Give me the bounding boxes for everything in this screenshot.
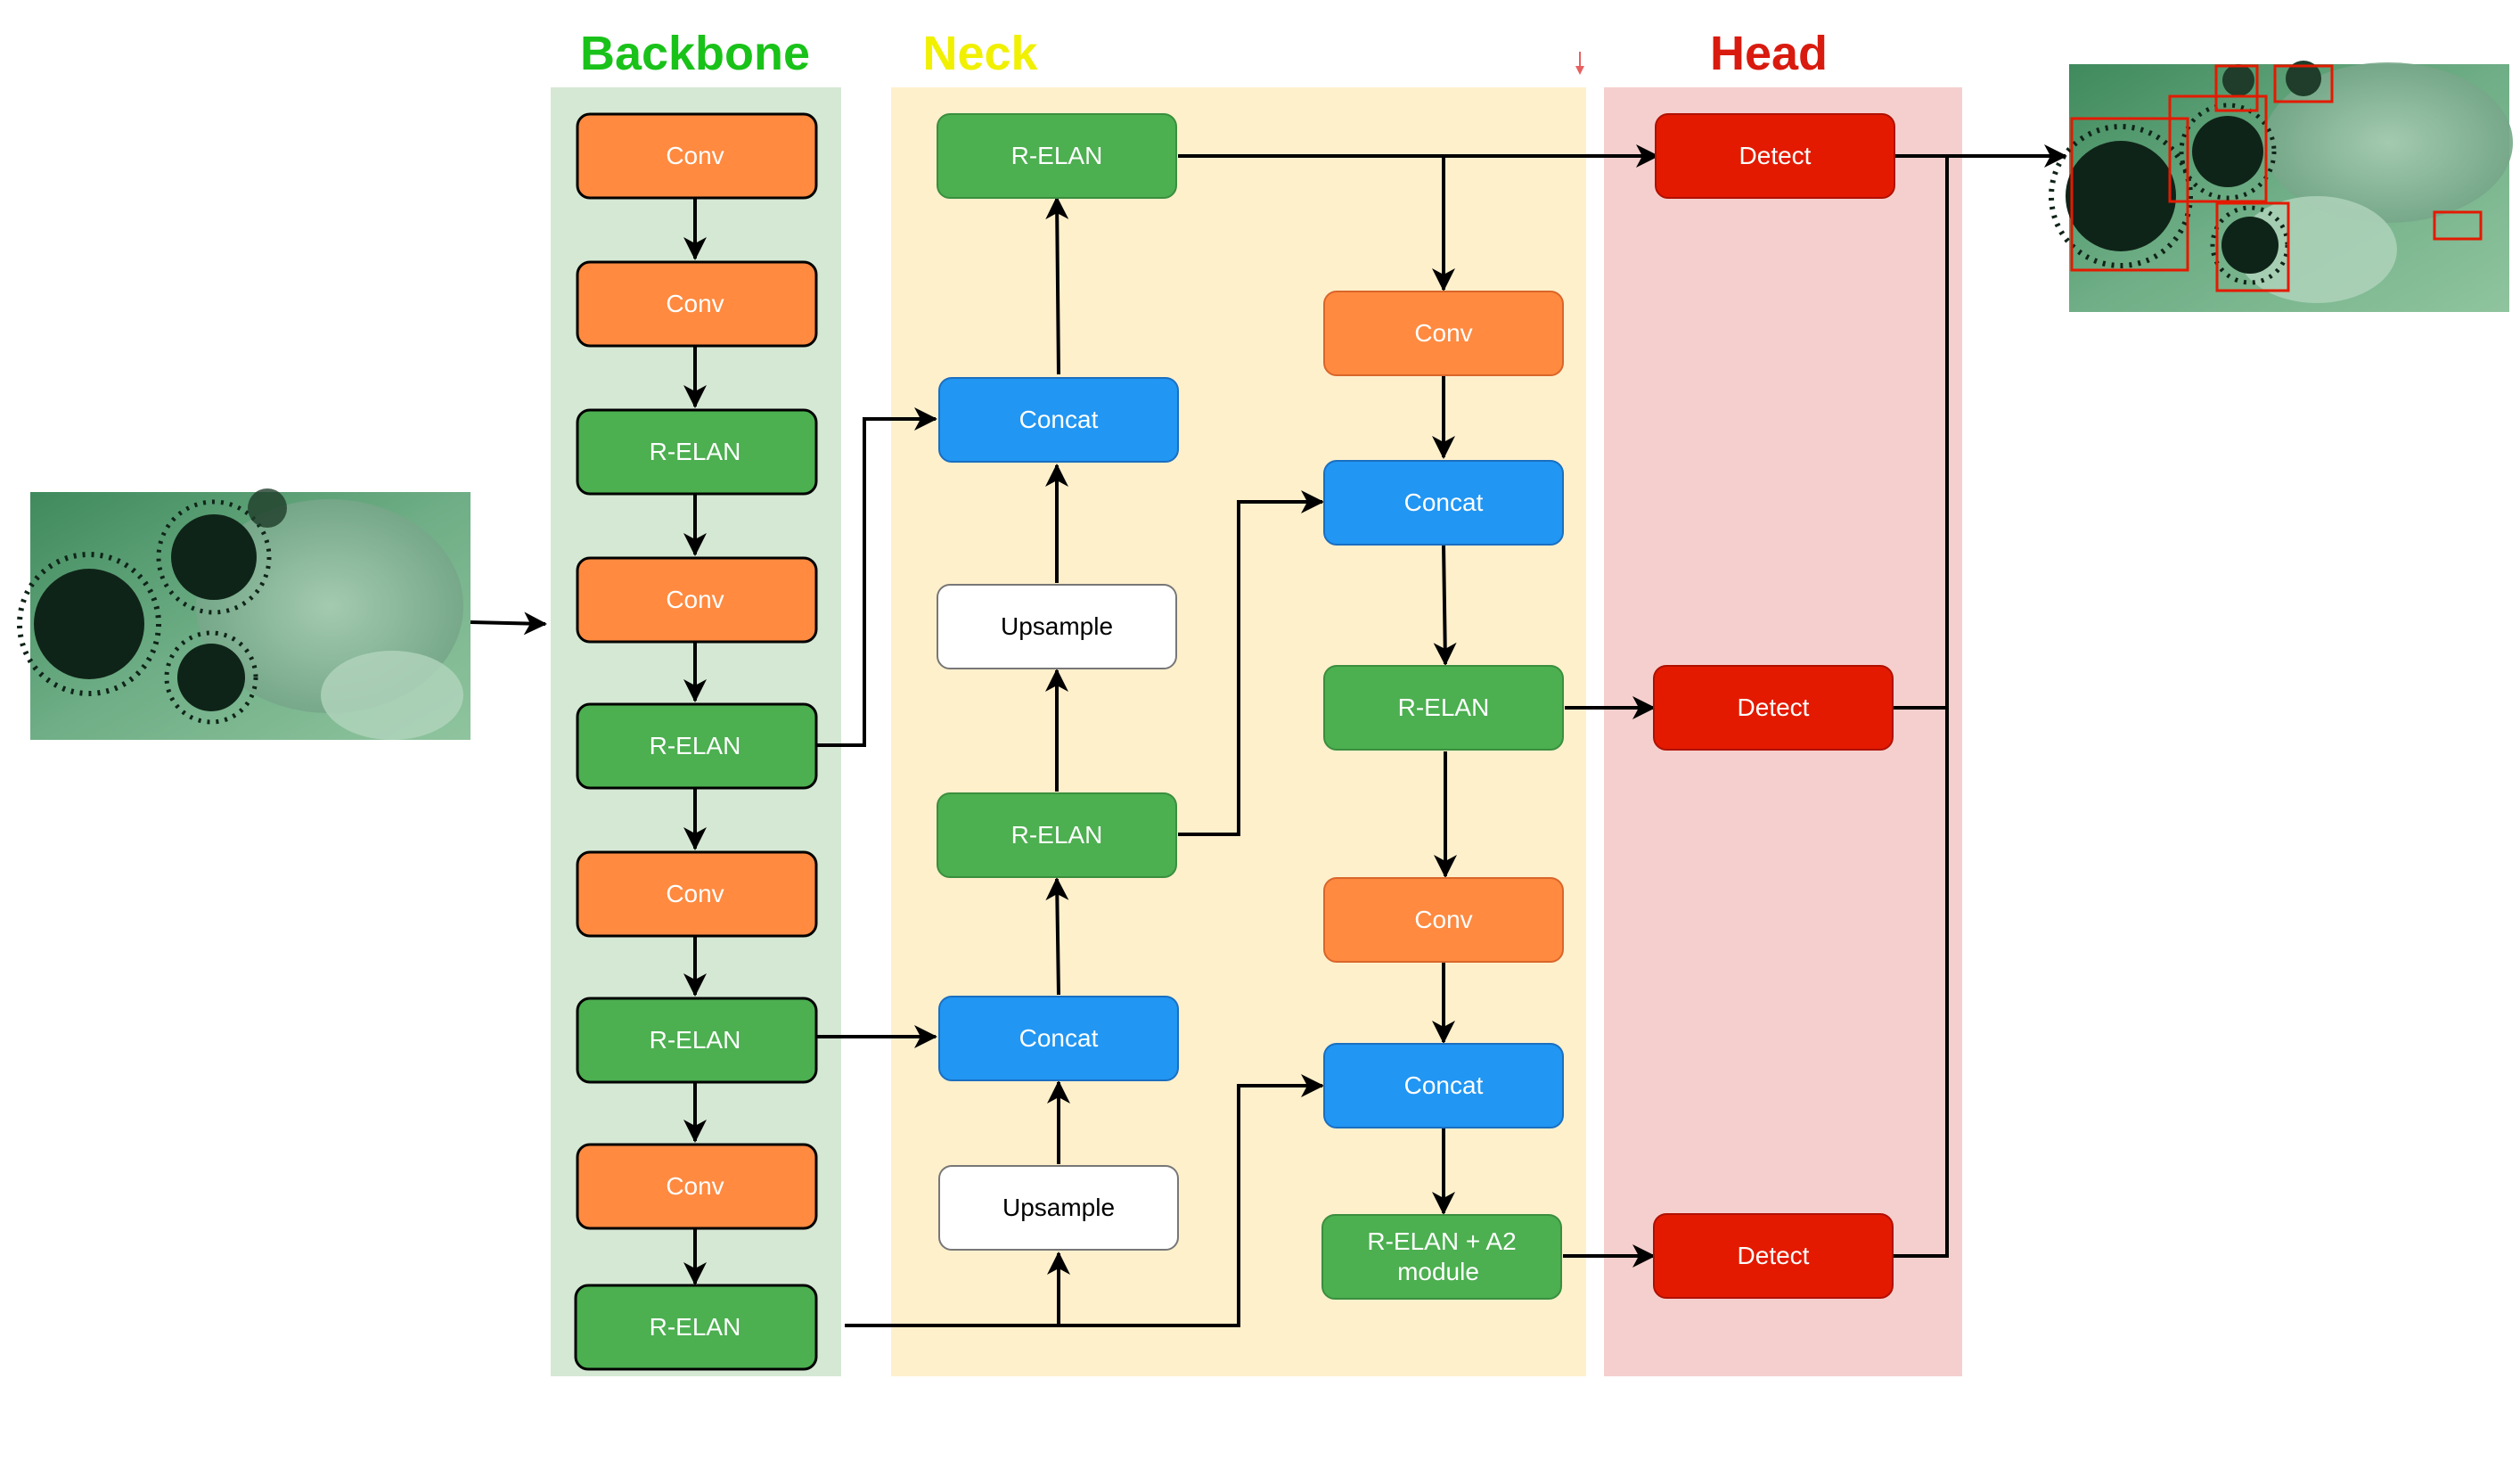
- head-detect-top[interactable]: Detect: [1655, 113, 1895, 199]
- node-label: Conv: [666, 880, 724, 907]
- urchin-shape: [17, 552, 161, 696]
- head-column: Detect Detect Detect: [1653, 113, 1895, 1299]
- node-label: Upsample: [1002, 1194, 1115, 1221]
- neck-concat-right-top[interactable]: Concat: [1323, 460, 1564, 546]
- node-label: R-ELAN: [650, 438, 741, 465]
- backbone-conv-1[interactable]: Conv: [576, 112, 818, 200]
- backbone-title: Backbone: [580, 27, 810, 80]
- backbone-relan-1[interactable]: R-ELAN: [576, 408, 818, 496]
- neck-relan-top[interactable]: R-ELAN: [937, 113, 1177, 199]
- backbone-relan-2[interactable]: R-ELAN: [576, 702, 818, 790]
- node-label: Detect: [1738, 693, 1810, 721]
- backbone-conv-4[interactable]: Conv: [576, 850, 818, 938]
- urchin-shape: [156, 499, 272, 615]
- node-label: Conv: [666, 586, 724, 613]
- node-label: Concat: [1019, 406, 1099, 433]
- node-label: R-ELAN: [650, 1313, 741, 1341]
- neck-relan-mid[interactable]: R-ELAN: [937, 792, 1177, 878]
- detection-box: [2214, 64, 2259, 112]
- node-label: R-ELAN: [1011, 821, 1103, 849]
- neck-conv-top[interactable]: Conv: [1323, 291, 1564, 376]
- node-label: Conv: [666, 290, 724, 317]
- urchin-shape: [248, 488, 287, 528]
- neck-relan-a2-module[interactable]: R-ELAN + A2 module: [1321, 1214, 1562, 1300]
- detection-box: [2168, 94, 2268, 203]
- backbone-relan-4[interactable]: R-ELAN: [574, 1284, 818, 1371]
- node-label: Upsample: [1001, 612, 1113, 640]
- neck-upsample-top[interactable]: Upsample: [937, 584, 1177, 669]
- urchin-shape: [164, 630, 258, 725]
- neck-relan-right[interactable]: R-ELAN: [1323, 665, 1564, 751]
- neck-concat-bottom[interactable]: Concat: [938, 996, 1179, 1081]
- detection-box: [2070, 117, 2189, 272]
- urchin-shape: [2222, 61, 2321, 96]
- head-detect-bottom[interactable]: Detect: [1653, 1213, 1894, 1299]
- node-label: Conv: [1414, 319, 1472, 347]
- backbone-conv-5[interactable]: Conv: [576, 1143, 818, 1230]
- head-detect-mid[interactable]: Detect: [1653, 665, 1894, 751]
- urchin-shape: [2179, 103, 2277, 201]
- node-label: R-ELAN: [650, 1026, 741, 1054]
- urchin-shape: [2049, 124, 2193, 268]
- detection-box: [2215, 201, 2290, 292]
- node-label-line-1: R-ELAN + A2: [1367, 1227, 1516, 1255]
- node-label: Conv: [666, 1172, 724, 1200]
- node-label: Concat: [1019, 1024, 1099, 1052]
- node-label: R-ELAN: [1398, 693, 1490, 721]
- neck-title: Neck: [922, 27, 1038, 80]
- head-title: Head: [1710, 27, 1828, 80]
- input-image: [17, 488, 470, 740]
- neck-concat-top[interactable]: Concat: [938, 377, 1179, 463]
- detection-box: [2273, 64, 2334, 103]
- node-label: Conv: [666, 142, 724, 169]
- detection-box: [2433, 210, 2483, 241]
- backbone-relan-3[interactable]: R-ELAN: [576, 997, 818, 1084]
- backbone-column: Conv Conv R-ELAN Conv R-ELAN Conv R-ELAN: [574, 112, 818, 1371]
- node-label: Conv: [1414, 906, 1472, 933]
- neck-conv-bottom[interactable]: Conv: [1323, 877, 1564, 963]
- backbone-conv-2[interactable]: Conv: [576, 260, 818, 348]
- node-label: R-ELAN: [650, 732, 741, 759]
- neck-left-column: R-ELAN Concat Upsample R-ELAN Concat Ups…: [937, 113, 1179, 1251]
- neck-right-column: Conv Concat R-ELAN Conv Concat R-ELAN + …: [1321, 291, 1564, 1300]
- small-down-arrow-icon: [1575, 52, 1584, 75]
- node-label: Detect: [1739, 142, 1812, 169]
- connector-lines: [470, 144, 2067, 1327]
- output-image: [2049, 61, 2513, 312]
- neck-upsample-bottom[interactable]: Upsample: [938, 1165, 1179, 1251]
- node-label-line-2: module: [1397, 1258, 1479, 1285]
- node-label: R-ELAN: [1011, 142, 1103, 169]
- backbone-conv-3[interactable]: Conv: [576, 556, 818, 644]
- node-label: Detect: [1738, 1242, 1810, 1269]
- node-label: Concat: [1404, 488, 1484, 516]
- neck-concat-right-bottom[interactable]: Concat: [1323, 1043, 1564, 1128]
- node-label: Concat: [1404, 1071, 1484, 1099]
